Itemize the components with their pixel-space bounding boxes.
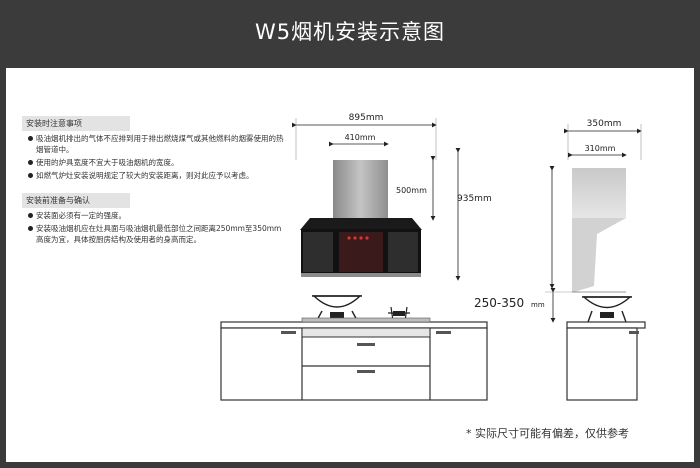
disclaimer-note: * 实际尺寸可能有偏差，仅供参考 [466, 427, 629, 440]
wok-pan-front [312, 295, 362, 323]
note-item: 安装面必须有一定的强度。 [22, 210, 287, 221]
note-text: 使用的炉具宽度不宜大于吸油烟机的宽度。 [36, 158, 179, 167]
notes-heading-preparation: 安装前准备与确认 [22, 193, 130, 208]
control-light-icon [365, 236, 369, 240]
range-hood-front [300, 160, 422, 277]
dimension-label-side-depth: 350mm [587, 119, 622, 129]
chimney-width-dimension-410: 410mm [329, 133, 389, 147]
installation-notes: 安装时注意事项 吸油烟机排出的气体不应排到用于排出燃烧煤气或其他燃料的烟雾使用的… [22, 110, 287, 245]
header-bar: W5烟机安装示意图 [0, 0, 700, 68]
cabinet-handle [281, 331, 296, 334]
dimension-label-side-chimney: 310mm [585, 144, 616, 153]
cabinet-handle [629, 331, 639, 334]
note-text: 吸油烟机排出的气体不应排到用于排出燃烧煤气或其他燃料的烟雾使用的热烟管道中。 [36, 134, 284, 154]
countertop [220, 321, 488, 329]
note-item: 如燃气炉灶安装说明规定了较大的安装距离，则对此应予以考虑。 [22, 170, 287, 181]
width-dimension-895: 895mm [292, 113, 437, 160]
install-gap-dimension: 250-350 mm [474, 288, 580, 323]
total-height-dimension-935: 935mm [455, 148, 492, 281]
note-text: 安装面必须有一定的强度。 [36, 211, 126, 220]
dimension-label-chimney-height: 500mm [396, 186, 427, 195]
cooktop [301, 317, 431, 323]
note-text: 如燃气炉灶安装说明规定了较大的安装距离，则对此应予以考虑。 [36, 171, 254, 180]
note-item: 吸油烟机排出的气体不应排到用于排出燃烧煤气或其他燃料的烟雾使用的热烟管道中。 [22, 133, 287, 155]
dimension-label-total-height: 935mm [457, 194, 492, 204]
dimension-label-width: 895mm [349, 113, 384, 123]
bullet-dot-icon [28, 136, 33, 141]
note-item: 安装吸油烟机应在灶具面与吸油烟机最低部位之间距离250mm至350mm高度为宜，… [22, 223, 287, 245]
bullet-dot-icon [28, 226, 33, 231]
hood-chimney [333, 160, 388, 220]
kitchen-cabinet-side [566, 321, 646, 401]
control-light-icon [359, 236, 363, 240]
side-chimney-dimension-310: 310mm [568, 144, 627, 158]
wok-pan-side [582, 296, 632, 323]
dimension-label-install-gap: 250-350 [474, 296, 524, 310]
bullet-dot-icon [28, 160, 33, 165]
side-depth-dimension-350: 350mm [564, 119, 642, 160]
side-chimney [572, 168, 626, 218]
chimney-height-dimension-500: 500mm [396, 156, 436, 221]
drawer-handle [357, 370, 375, 373]
dimension-label-chimney-width: 410mm [345, 133, 376, 142]
kitchen-cabinet-front [220, 317, 488, 401]
control-light-icon [347, 236, 351, 240]
bullet-dot-icon [28, 173, 33, 178]
page-title: W5烟机安装示意图 [254, 20, 446, 44]
note-item: 使用的炉具宽度不宜大于吸油烟机的宽度。 [22, 157, 287, 168]
range-hood-side [572, 168, 626, 293]
cabinet-handle [436, 331, 451, 334]
drawer-handle [357, 343, 375, 346]
notes-heading-precautions: 安装时注意事项 [22, 116, 130, 131]
bullet-dot-icon [28, 213, 33, 218]
dimension-label-install-gap-unit: mm [531, 301, 545, 309]
control-light-icon [353, 236, 357, 240]
note-text: 安装吸油烟机应在灶具面与吸油烟机最低部位之间距离250mm至350mm高度为宜，… [36, 224, 282, 244]
